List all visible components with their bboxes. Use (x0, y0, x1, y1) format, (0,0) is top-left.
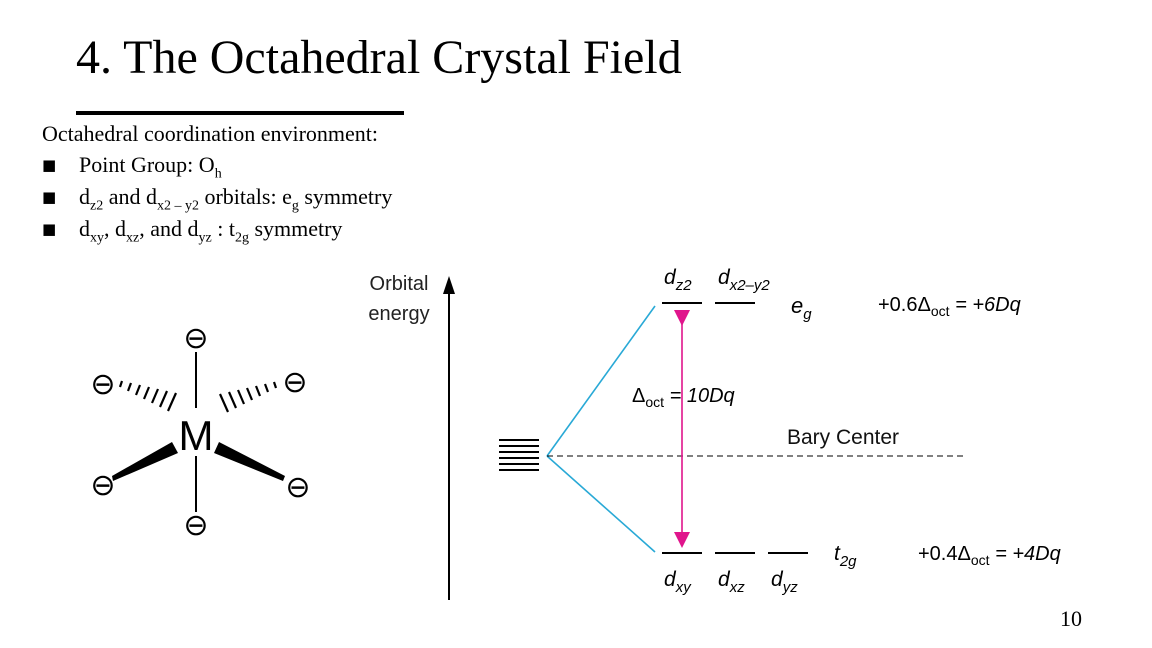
orbital-label-dxz: dxz (718, 568, 745, 596)
orbital-label-dxy: dxy (664, 568, 692, 596)
axis-arrow-icon (443, 276, 455, 294)
square-bullet-icon: ■ (42, 220, 57, 238)
intro-text: Octahedral coordination environment: (42, 121, 378, 146)
bullet-t2g-orbitals: ■ dxy, dxz, and dyz : t2g symmetry (42, 216, 343, 246)
wedge-bond-right (214, 442, 285, 481)
delta-oct-label: Δoct = 10Dq (632, 385, 735, 410)
orbital-label-dz2: dz2 (664, 266, 692, 294)
octahedral-molecule: M ⊖ ⊖ ⊖ ⊖ ⊖ ⊖ (90, 322, 310, 542)
split-line-eg (546, 305, 656, 457)
orbital-label-dx2y2: dx2–y2 (718, 266, 770, 294)
t2g-energy-label: +0.4Δoct = +4Dq (918, 543, 1061, 568)
eg-energy-label: +0.6Δoct = +6Dq (878, 294, 1021, 319)
energy-axis: Orbital energy (368, 273, 455, 600)
bullet-eg-orbitals: ■ dz2 and dx2 – y2 orbitals: eg symmetry (42, 184, 393, 214)
orbital-label-dyz: dyz (771, 568, 798, 596)
title-underline (76, 111, 404, 115)
square-bullet-icon: ■ (42, 156, 57, 174)
eg-label: eg (791, 293, 812, 323)
ligand-upper-left: ⊖ (90, 368, 115, 401)
ligand-top: ⊖ (183, 322, 208, 355)
barycenter-label: Bary Center (787, 426, 899, 449)
ligand-bottom: ⊖ (183, 509, 208, 542)
split-line-t2g (546, 455, 656, 553)
page-number: 10 (1060, 606, 1082, 631)
t2g-label: t2g (834, 542, 857, 570)
axis-label-energy: energy (368, 303, 429, 325)
axis-label-orbital: Orbital (370, 273, 429, 295)
bullet-point-group: ■ Point Group: Oh (42, 152, 222, 182)
hashed-bond-left (118, 380, 178, 412)
metal-center: M (179, 412, 214, 459)
degenerate-orbitals (499, 439, 539, 471)
bullet-list: ■ Point Group: Oh ■ dz2 and dx2 – y2 orb… (42, 152, 392, 248)
ligand-upper-right: ⊖ (282, 366, 307, 399)
hashed-bond-right (218, 381, 278, 413)
ligand-lower-left: ⊖ (90, 469, 115, 502)
square-bullet-icon: ■ (42, 188, 57, 206)
wedge-bond-left (112, 442, 178, 481)
slide-title: 4. The Octahedral Crystal Field (76, 31, 682, 84)
ligand-lower-right: ⊖ (285, 471, 310, 504)
